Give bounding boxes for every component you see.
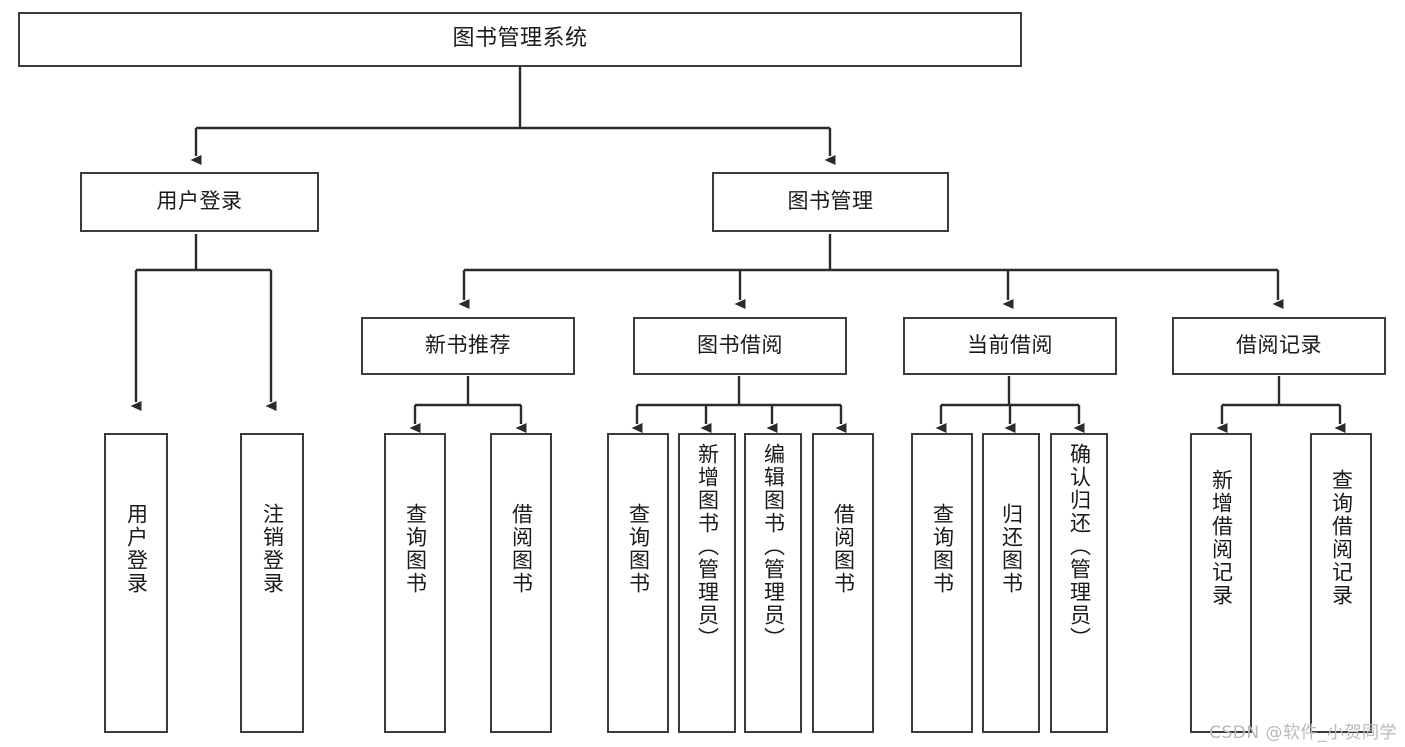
node-label: 查询借阅记录: [1329, 469, 1354, 607]
node-label: 用户登录: [124, 503, 149, 595]
node-label: 当前借阅: [967, 333, 1053, 358]
node-label: 编辑图书（管理员）: [761, 443, 786, 650]
node-label: 查询图书: [403, 503, 428, 595]
watermark-text: CSDN @软件_小贺同学: [1209, 723, 1397, 743]
node-leaf-return-book[interactable]: 归还图书: [982, 433, 1040, 733]
node-label: 新增借阅记录: [1209, 469, 1234, 607]
node-label: 借阅图书: [509, 503, 534, 595]
node-leaf-borrow-book-recommend[interactable]: 借阅图书: [490, 433, 552, 733]
node-label: 图书借阅: [697, 333, 783, 358]
node-label: 查询图书: [930, 503, 955, 595]
node-label: 用户登录: [156, 189, 243, 214]
node-book-management[interactable]: 图书管理: [712, 172, 949, 232]
node-book-borrow[interactable]: 图书借阅: [633, 317, 847, 375]
node-label: 借阅图书: [831, 503, 856, 595]
node-leaf-add-borrow-record[interactable]: 新增借阅记录: [1190, 433, 1252, 733]
node-leaf-edit-book[interactable]: 编辑图书（管理员）: [744, 433, 802, 733]
node-leaf-user-login[interactable]: 用户登录: [104, 433, 168, 733]
node-label: 新增图书（管理员）: [695, 443, 720, 650]
node-label: 注销登录: [260, 503, 285, 595]
node-leaf-query-book-current[interactable]: 查询图书: [911, 433, 973, 733]
node-leaf-confirm-return[interactable]: 确认归还（管理员）: [1050, 433, 1108, 733]
node-root-book-management-system[interactable]: 图书管理系统: [18, 12, 1022, 67]
node-leaf-query-borrow-record[interactable]: 查询借阅记录: [1310, 433, 1372, 733]
node-user-login[interactable]: 用户登录: [80, 172, 319, 232]
node-label: 确认归还（管理员）: [1067, 443, 1092, 650]
node-leaf-logout[interactable]: 注销登录: [240, 433, 304, 733]
node-label: 归还图书: [999, 503, 1024, 595]
node-borrow-record[interactable]: 借阅记录: [1172, 317, 1386, 375]
node-label: 图书管理系统: [452, 26, 588, 52]
node-leaf-query-book-recommend[interactable]: 查询图书: [384, 433, 446, 733]
node-label: 查询图书: [626, 503, 651, 595]
node-leaf-query-book-borrow[interactable]: 查询图书: [607, 433, 669, 733]
node-label: 借阅记录: [1236, 333, 1322, 358]
node-leaf-borrow-book[interactable]: 借阅图书: [812, 433, 874, 733]
node-label: 图书管理: [787, 189, 874, 214]
node-current-borrow[interactable]: 当前借阅: [903, 317, 1117, 375]
node-label: 新书推荐: [425, 333, 511, 358]
node-new-book-recommend[interactable]: 新书推荐: [361, 317, 575, 375]
node-leaf-add-book[interactable]: 新增图书（管理员）: [678, 433, 736, 733]
